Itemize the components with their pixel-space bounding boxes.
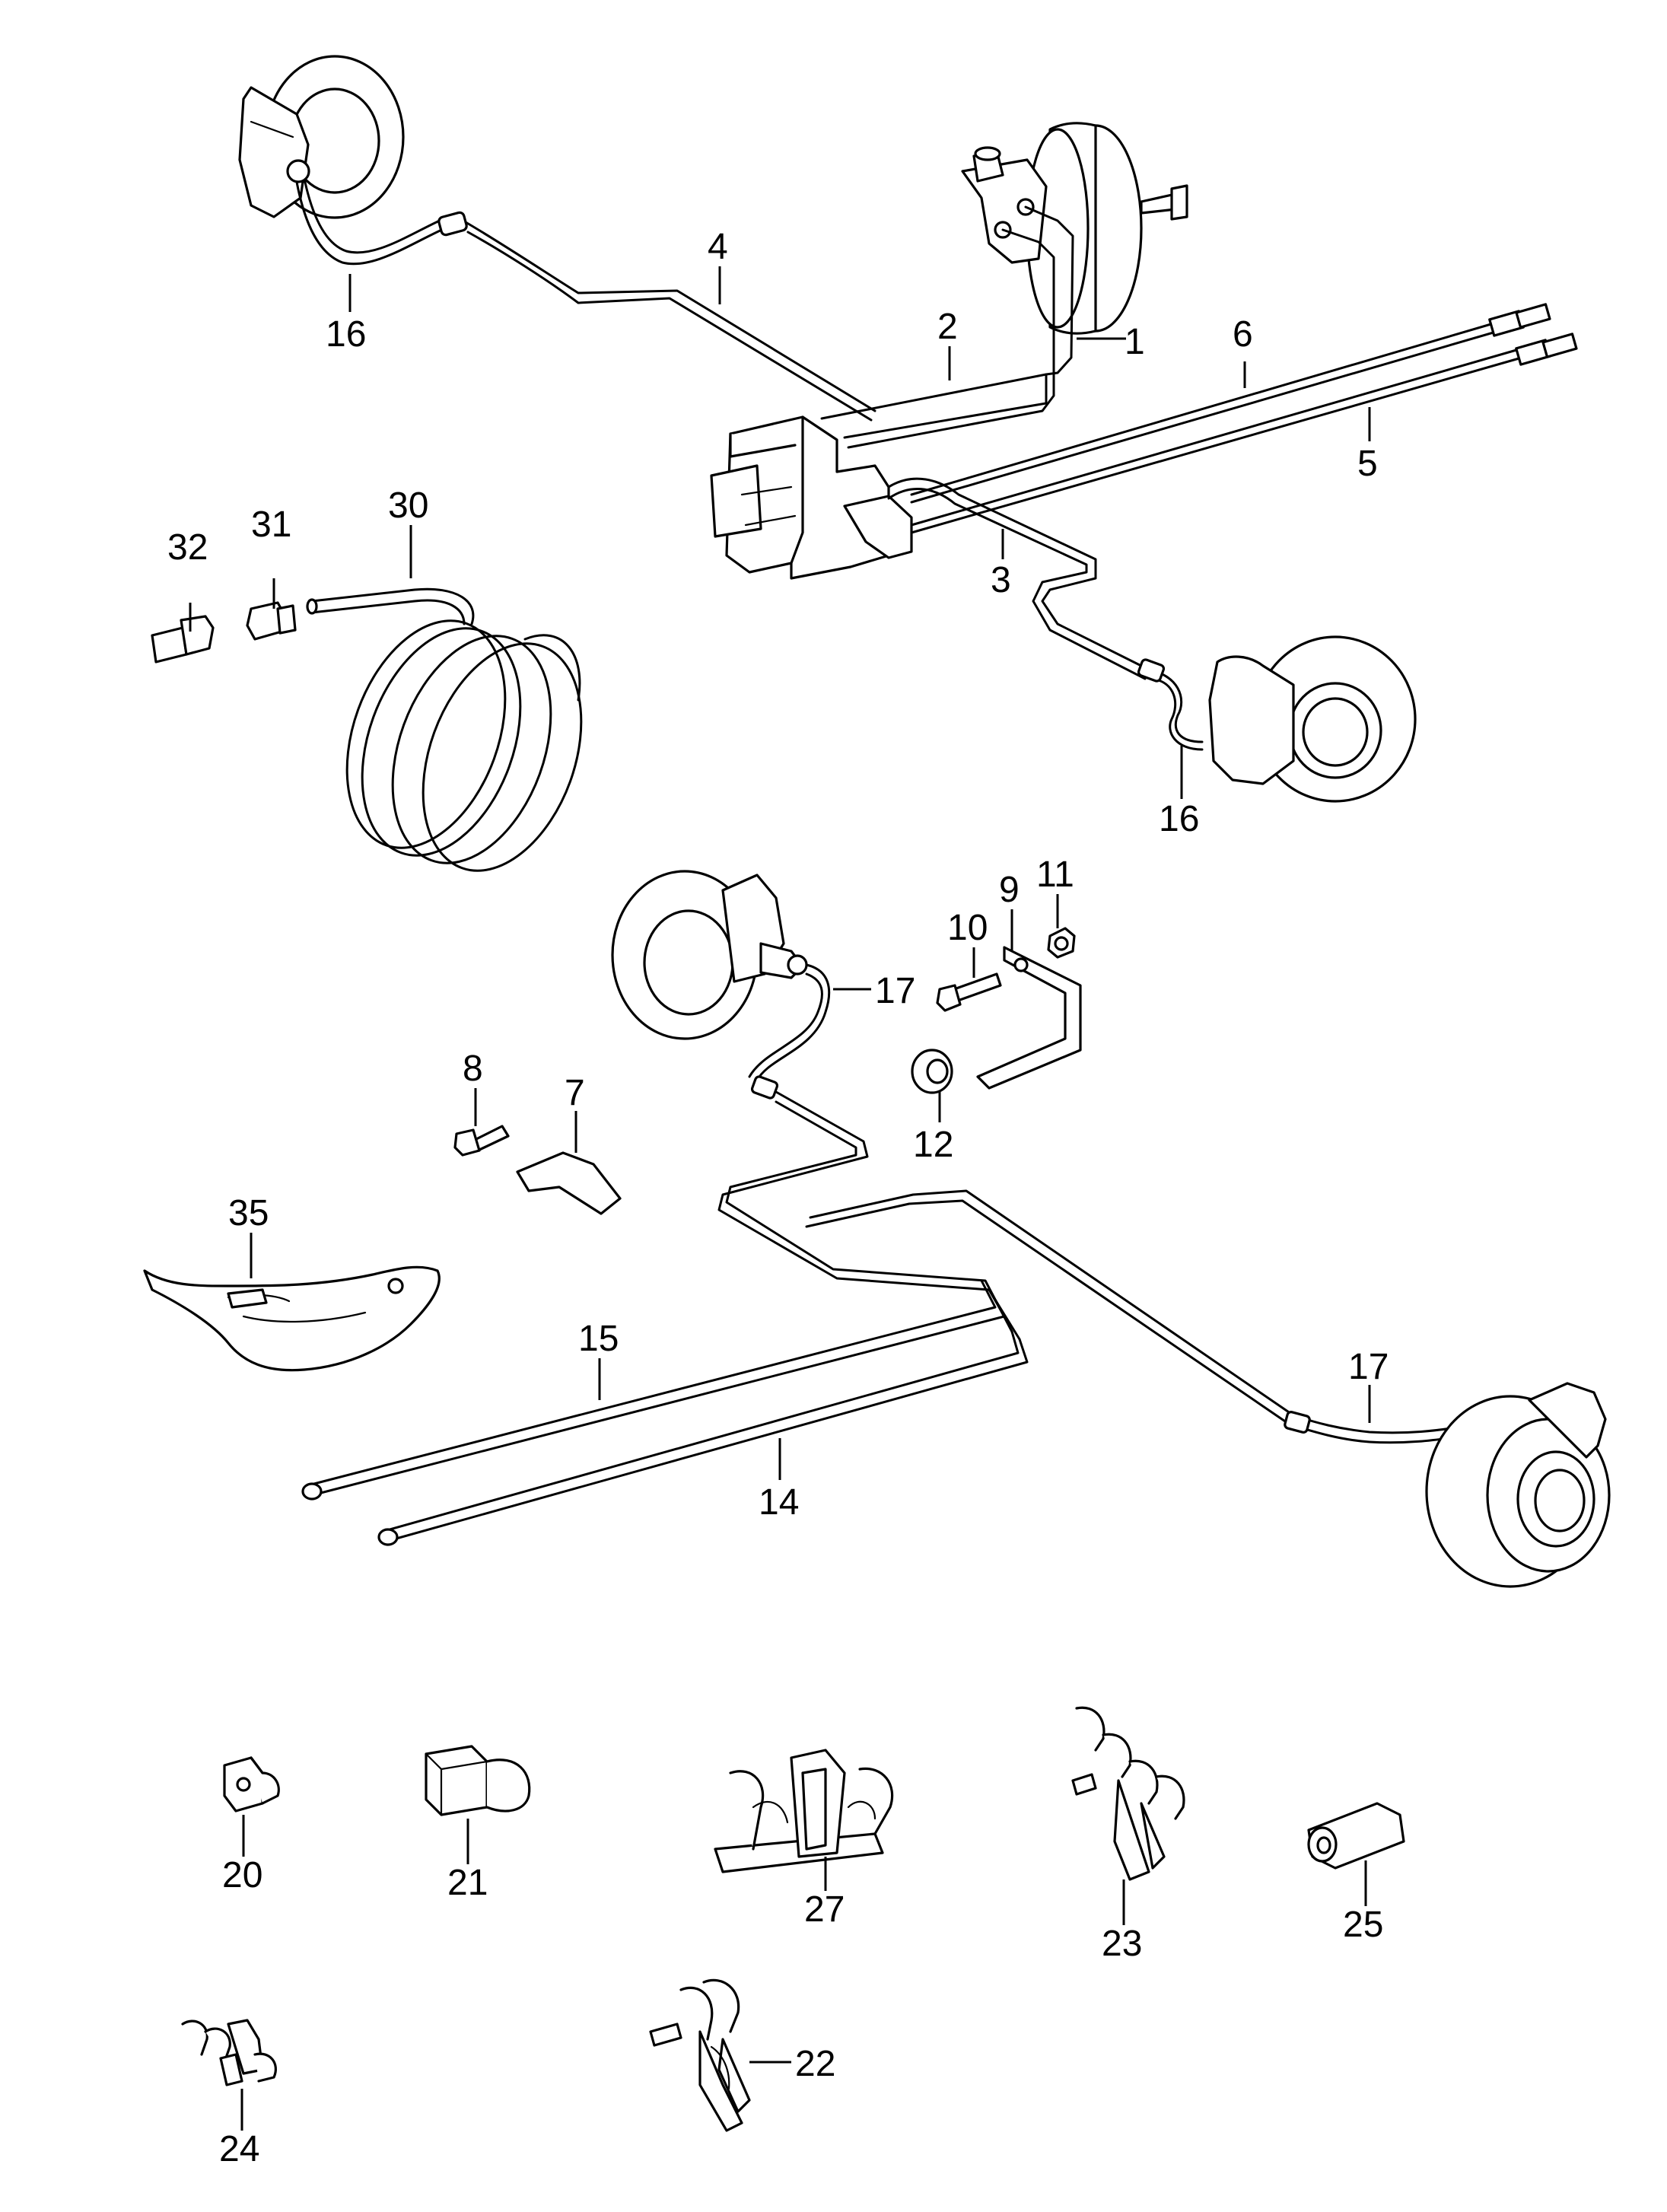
heat-shield-35 [143,1265,441,1372]
brake-line-1 [843,205,1074,449]
callout-27: 27 [804,1889,845,1930]
clip-24 [181,2019,277,2086]
adapter-32 [151,615,215,664]
callout-12: 12 [913,1125,953,1165]
callout-5: 5 [1357,444,1378,484]
clip-21 [425,1745,531,1816]
callout-16-front-left: 16 [326,314,366,355]
bracket-9 [976,946,1082,1090]
clip-27 [714,1749,894,1873]
callout-14: 14 [759,1482,799,1523]
callout-17-upper: 17 [875,971,915,1011]
callout-9: 9 [999,870,1020,910]
brake-line-15 [301,1279,1006,1501]
callout-21: 21 [447,1863,488,1903]
brake-line-5 [910,333,1578,534]
callout-16-front-right: 16 [1159,799,1199,839]
callout-22: 22 [795,2044,835,2084]
callout-7: 7 [565,1073,585,1113]
brake-hose-17-upper [748,942,831,1100]
brake-hose-16-front-right [1137,658,1204,751]
callout-35: 35 [228,1193,269,1233]
callout-10: 10 [947,908,988,948]
brake-line-4 [464,221,876,422]
clip-20 [223,1756,280,1813]
callout-30: 30 [388,485,428,526]
union-nut-31 [246,601,297,641]
brake-line-14 [377,1330,1029,1546]
callout-8: 8 [463,1049,483,1089]
rear-right-brake-disc [1425,1382,1611,1588]
rear-left-brake-disc [611,870,785,1040]
callout-labels: 1 2 3 4 5 6 7 8 9 10 11 12 14 15 16 16 1… [167,227,1389,2169]
brake-hose-17-lower [1284,1411,1462,1444]
callout-3: 3 [991,560,1011,600]
hex-spacer-25 [1307,1802,1405,1870]
brake-servo [1026,122,1188,335]
front-left-brake-disc [238,55,405,219]
brake-hose-16-front-left [286,159,468,266]
callout-6: 6 [1233,314,1253,355]
callout-32: 32 [167,527,208,568]
callout-20: 20 [222,1855,262,1895]
brake-line-rear-routing [717,1090,1295,1426]
brake-line-coil-30 [306,587,583,872]
grommet-12 [911,1049,953,1094]
brake-line-6 [910,303,1551,504]
callout-17-lower: 17 [1348,1347,1389,1387]
plate-7 [516,1151,622,1215]
bolt-8 [453,1125,510,1157]
callout-24: 24 [219,2129,259,2169]
leader-lines [189,266,1371,2131]
front-right-brake-disc [1208,635,1417,803]
callout-31: 31 [251,504,291,545]
callout-25: 25 [1343,1905,1383,1945]
brake-line-3 [887,477,1150,680]
callout-15: 15 [578,1319,619,1359]
callout-23: 23 [1102,1924,1142,1964]
callout-4: 4 [708,227,728,267]
bolt-10 [936,972,1002,1012]
callout-11: 11 [1036,855,1074,895]
clip-22 [649,1978,751,2132]
abs-hydraulic-unit [710,415,913,580]
nut-11 [1047,927,1076,959]
clip-23 [1071,1706,1185,1881]
callout-1: 1 [1125,322,1145,362]
brake-line-2 [820,373,1048,420]
callout-2: 2 [937,307,958,347]
